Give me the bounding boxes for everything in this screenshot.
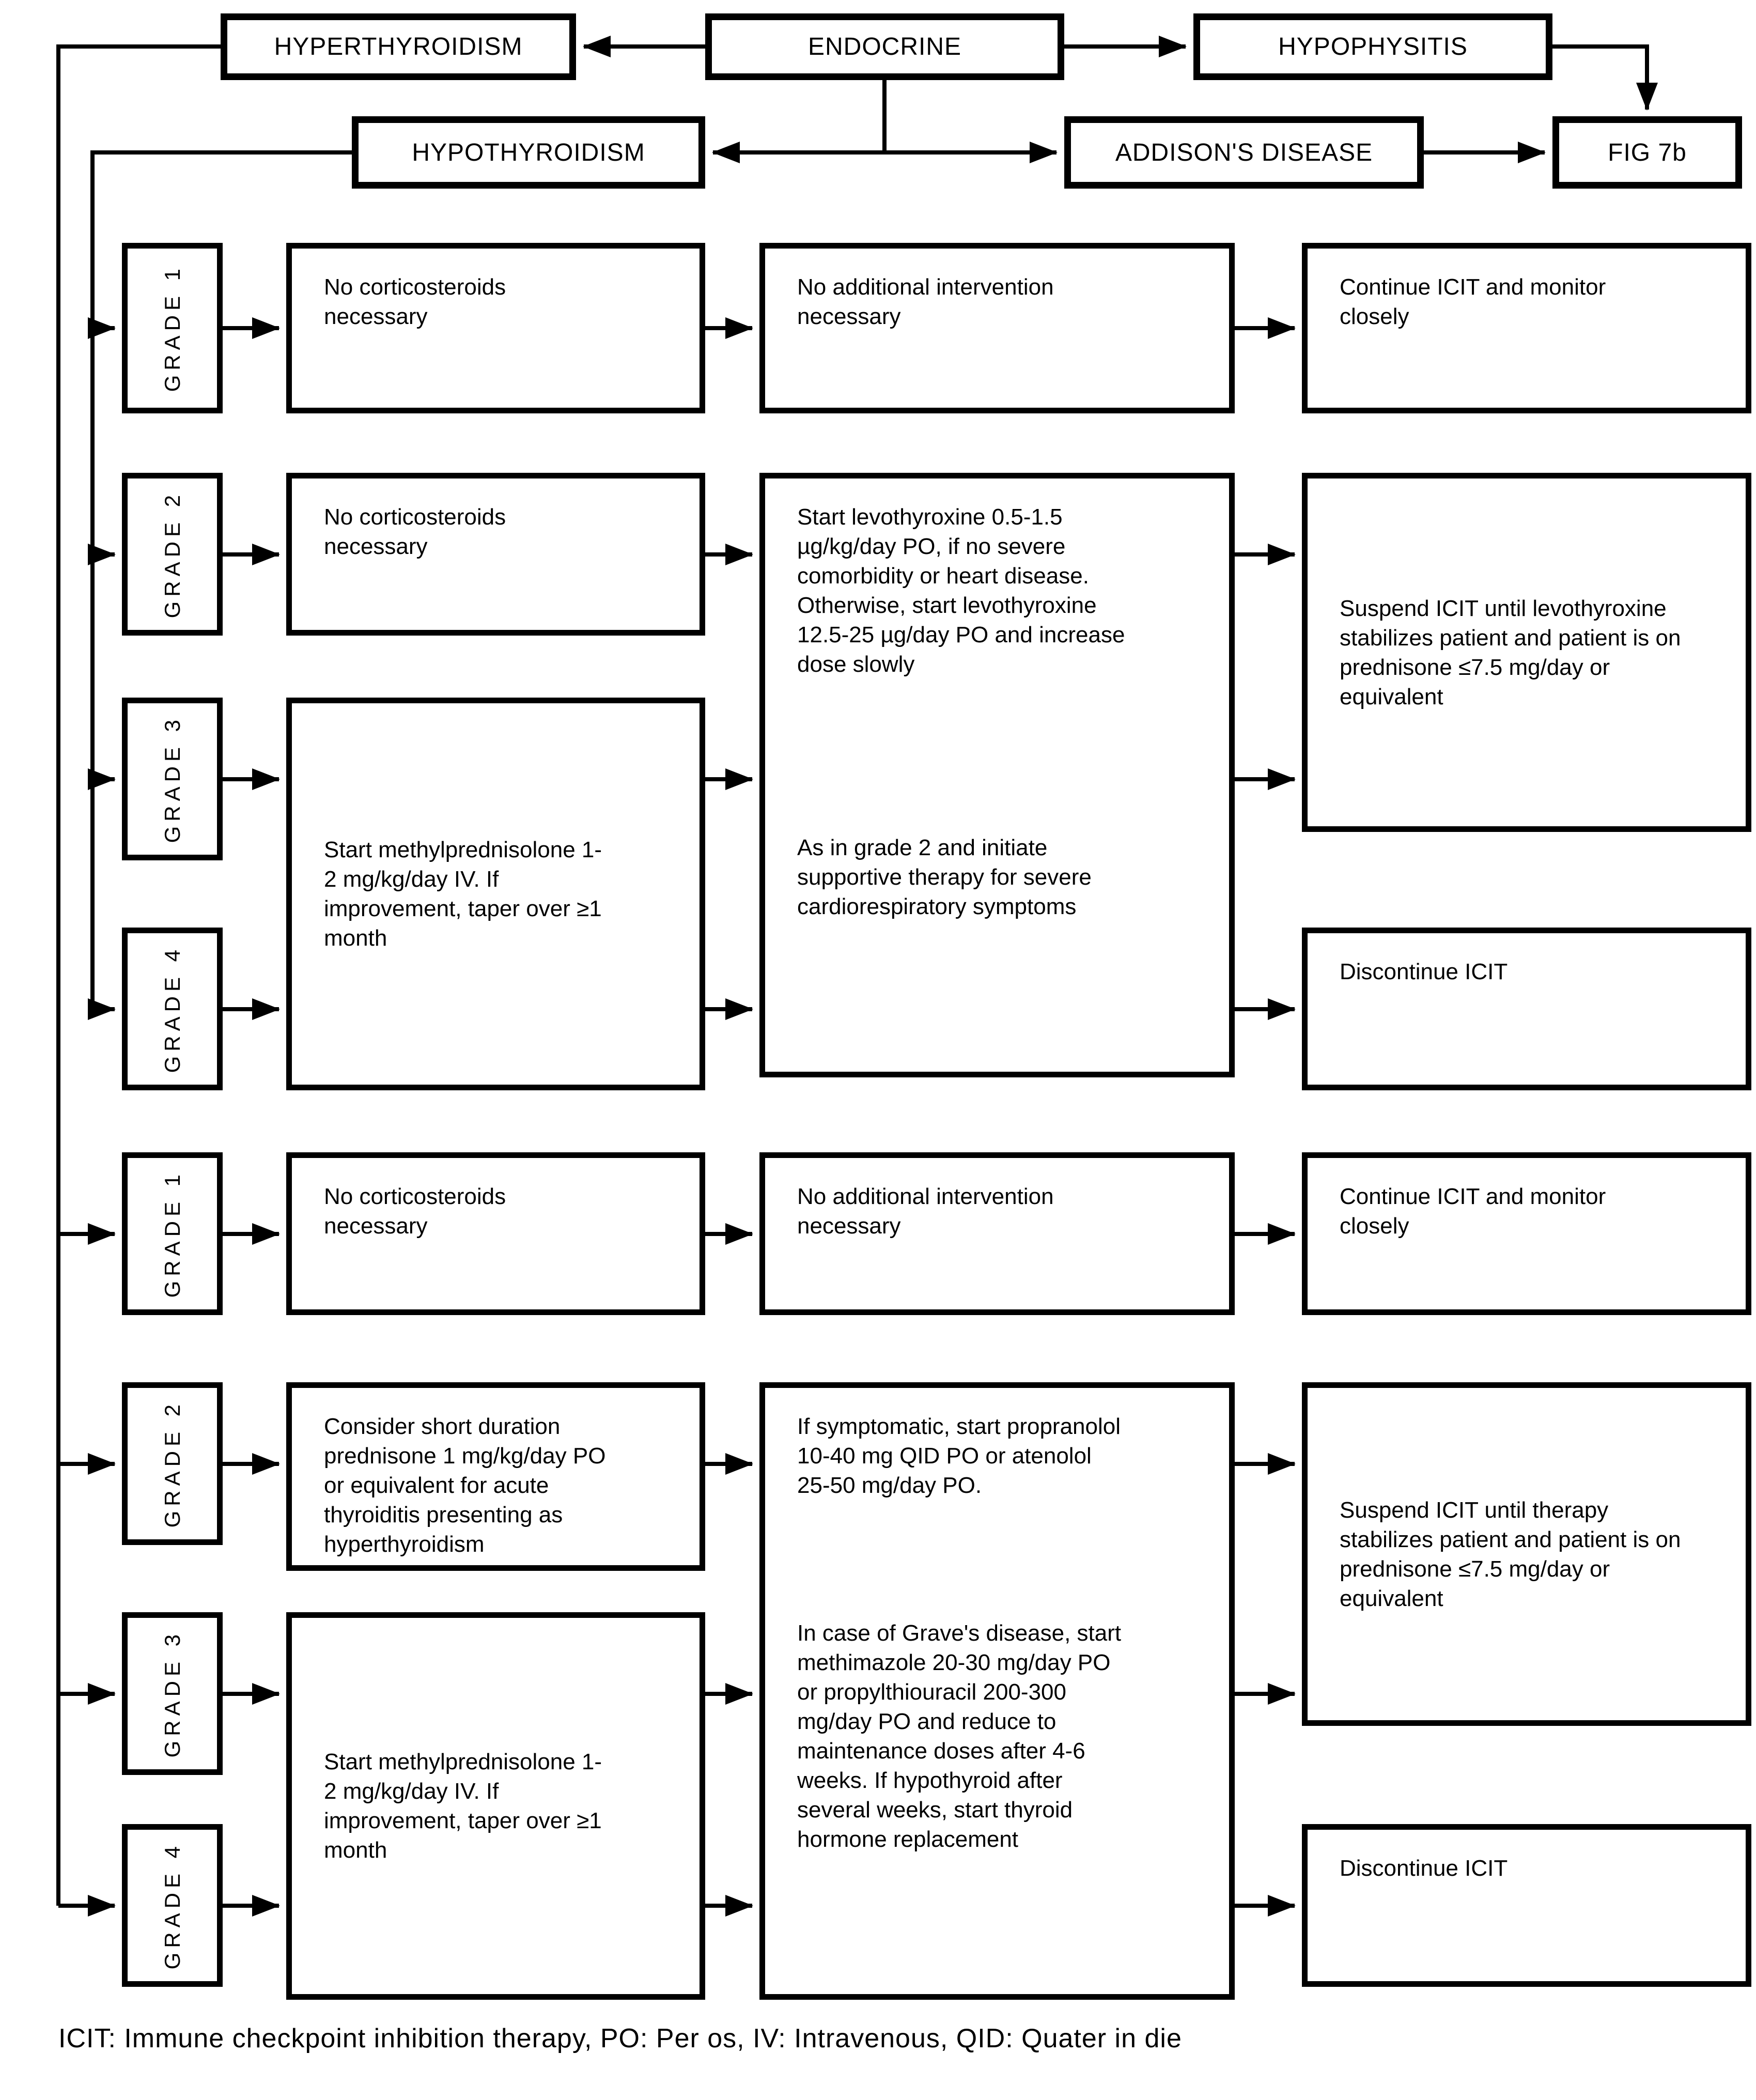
hypo-grade-1-label: GRADE 1: [160, 264, 184, 392]
hypo-g4-outcome-text: Discontinue ICIT: [1340, 959, 1508, 984]
hypo-g4-outcome-box: Discontinue ICIT: [1302, 928, 1751, 1090]
node-fig-7b-ref: FIG 7b: [1552, 116, 1742, 189]
hyper-g23-outcome-box: Suspend ICIT until therapy stabilizes pa…: [1302, 1382, 1751, 1726]
hyper-g1-intervention-text: No additional intervention necessary: [797, 1184, 1054, 1239]
hypo-g34-treatment-text: Start methylprednisolone 1-2 mg/kg/day I…: [324, 837, 602, 951]
node-endocrine-label: ENDOCRINE: [807, 33, 962, 60]
hypo-grade-3-label: GRADE 3: [160, 715, 184, 843]
hypo-g23-outcome-text: Suspend ICIT until levothyroxine stabili…: [1340, 595, 1681, 709]
hypo-g2-treatment-box: No corticosteroids necessary: [286, 473, 705, 636]
hyper-grade-4-box: GRADE 4: [122, 1824, 223, 1987]
hypo-g2-treatment-text: No corticosteroids necessary: [324, 504, 506, 559]
hypo-g1-treatment-text: No corticosteroids necessary: [324, 274, 506, 329]
node-addisons-disease-label: ADDISON'S DISEASE: [1115, 138, 1373, 166]
hyper-g4-outcome-box: Discontinue ICIT: [1302, 1824, 1751, 1987]
node-hyperthyroidism-label: HYPERTHYROIDISM: [274, 33, 523, 60]
hypo-g1-intervention-box: No additional intervention necessary: [759, 243, 1235, 413]
hyper-g1-outcome-text: Continue ICIT and monitor closely: [1340, 1184, 1606, 1239]
node-fig-7b-label: FIG 7b: [1608, 138, 1687, 166]
node-hypophysitis-label: HYPOPHYSITIS: [1278, 33, 1468, 60]
hypo-g23-outcome-box: Suspend ICIT until levothyroxine stabili…: [1302, 473, 1751, 832]
hypo-g2-intervention-text: Start levothyroxine 0.5-1.5 µg/kg/day PO…: [797, 504, 1125, 677]
hyper-g34-treatment-text: Start methylprednisolone 1-2 mg/kg/day I…: [324, 1749, 602, 1863]
hyper-grade-2-label: GRADE 2: [160, 1399, 184, 1528]
abbreviation-footnote: ICIT: Immune checkpoint inhibition thera…: [58, 2024, 1182, 2053]
hyper-g1-intervention-box: No additional intervention necessary: [759, 1152, 1235, 1315]
hyper-g2-treatment-text: Consider short duration prednisone 1 mg/…: [324, 1414, 606, 1557]
hypo-grade-1-box: GRADE 1: [122, 243, 223, 413]
hyper-grade-3-box: GRADE 3: [122, 1612, 223, 1775]
hyper-g1-outcome-box: Continue ICIT and monitor closely: [1302, 1152, 1751, 1315]
hypo-g34-intervention-text: As in grade 2 and initiate supportive th…: [797, 835, 1092, 919]
hyper-g23-outcome-text: Suspend ICIT until therapy stabilizes pa…: [1340, 1497, 1681, 1611]
hypo-grade-2-label: GRADE 2: [160, 490, 184, 619]
hypo-grade-4-box: GRADE 4: [122, 928, 223, 1090]
hyper-g1-treatment-box: No corticosteroids necessary: [286, 1152, 705, 1315]
hyper-g1-treatment-text: No corticosteroids necessary: [324, 1184, 506, 1239]
hyper-g4-outcome-text: Discontinue ICIT: [1340, 1856, 1508, 1881]
hypo-grade-3-box: GRADE 3: [122, 698, 223, 860]
node-addisons-disease: ADDISON'S DISEASE: [1064, 116, 1424, 189]
node-hyperthyroidism: HYPERTHYROIDISM: [221, 13, 576, 80]
node-hypophysitis: HYPOPHYSITIS: [1193, 13, 1552, 80]
hypo-g1-treatment-box: No corticosteroids necessary: [286, 243, 705, 413]
hyper-g2-treatment-box: Consider short duration prednisone 1 mg/…: [286, 1382, 705, 1571]
hyper-grade-3-label: GRADE 3: [160, 1629, 184, 1758]
hypo-g1-intervention-text: No additional intervention necessary: [797, 274, 1054, 329]
hypo-g1-outcome-box: Continue ICIT and monitor closely: [1302, 243, 1751, 413]
hyper-g234-intervention-box: If symptomatic, start propranolol 10-40 …: [759, 1382, 1235, 2000]
hypo-g1-outcome-text: Continue ICIT and monitor closely: [1340, 274, 1606, 329]
node-hypothyroidism-label: HYPOTHYROIDISM: [412, 138, 645, 166]
hypo-grade-4-label: GRADE 4: [160, 945, 184, 1073]
hypo-g234-intervention-box: Start levothyroxine 0.5-1.5 µg/kg/day PO…: [759, 473, 1235, 1077]
hyper-g34-treatment-box: Start methylprednisolone 1-2 mg/kg/day I…: [286, 1612, 705, 2000]
hyper-grade-1-label: GRADE 1: [160, 1169, 184, 1298]
hyper-grade-2-box: GRADE 2: [122, 1382, 223, 1545]
hyper-grade-4-label: GRADE 4: [160, 1841, 184, 1970]
hypo-grade-2-box: GRADE 2: [122, 473, 223, 636]
node-hypothyroidism: HYPOTHYROIDISM: [352, 116, 705, 189]
hyper-grade-1-box: GRADE 1: [122, 1152, 223, 1315]
hyper-g3-intervention-text: In case of Grave's disease, start methim…: [797, 1620, 1122, 1852]
hypo-g34-treatment-box: Start methylprednisolone 1-2 mg/kg/day I…: [286, 698, 705, 1090]
hyper-g2-intervention-text: If symptomatic, start propranolol 10-40 …: [797, 1414, 1121, 1498]
node-endocrine: ENDOCRINE: [705, 13, 1064, 80]
